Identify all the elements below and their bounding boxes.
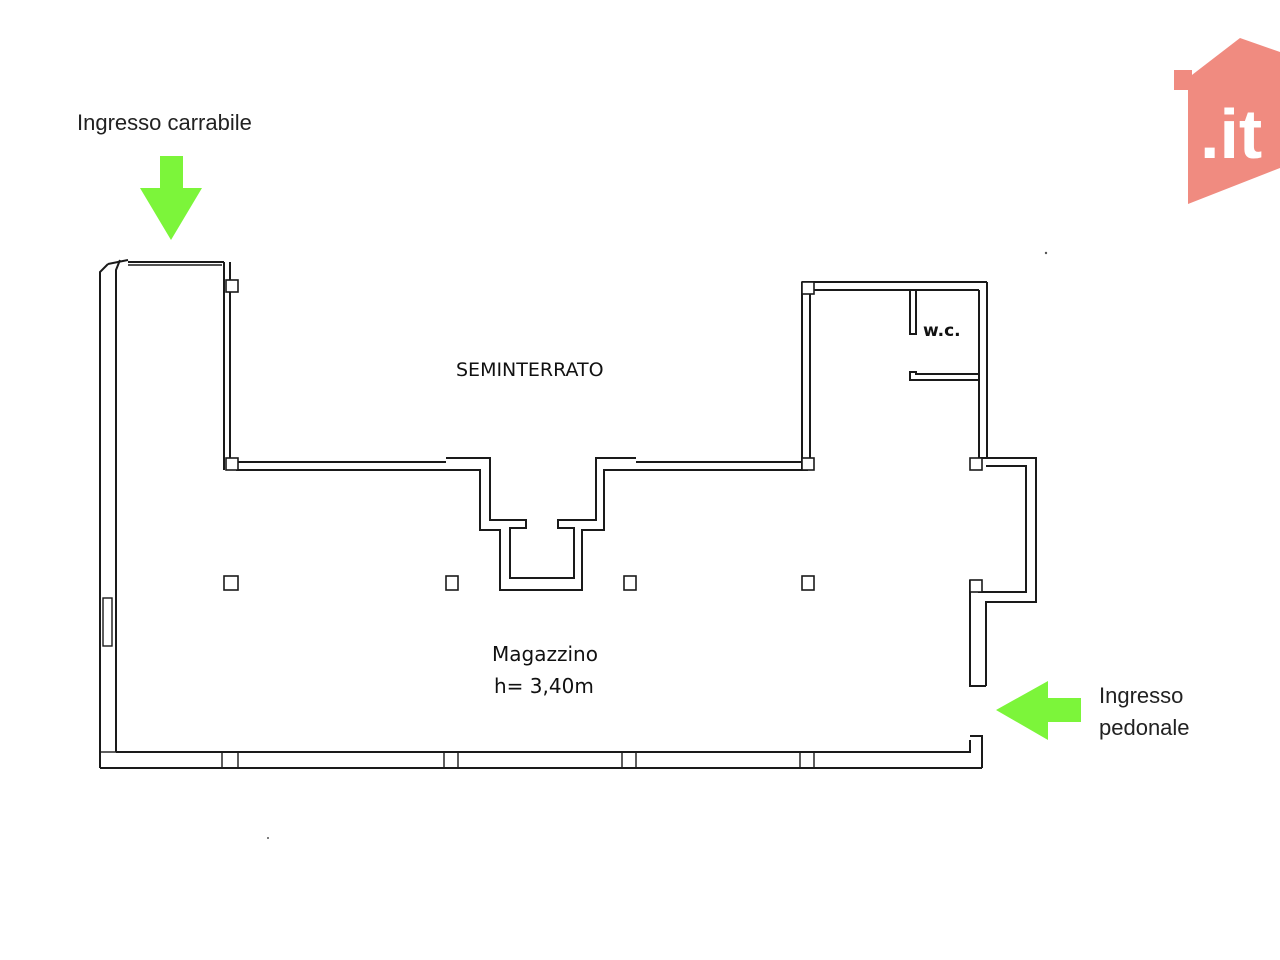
house-logo-icon <box>1174 38 1280 204</box>
vehicle-entrance-label: Ingresso carrabile <box>77 110 252 135</box>
storage-label: Magazzino <box>492 642 598 666</box>
interior-pillars <box>223 575 815 591</box>
wall-pillars <box>225 279 983 593</box>
height-label: h= 3,40m <box>494 674 594 698</box>
pedestrian-entrance-label-line1: Ingresso <box>1099 683 1183 708</box>
walls <box>99 259 1037 769</box>
pedestrian-entrance-label-line2: pedonale <box>1099 715 1190 740</box>
wc-label: w.c. <box>923 321 961 341</box>
speck <box>1044 251 1048 255</box>
bottom-wall-columns <box>221 751 815 769</box>
logo-text: .it <box>1200 95 1262 173</box>
basement-label: SEMINTERRATO <box>456 359 604 381</box>
arrow-left-icon <box>996 681 1081 740</box>
arrow-down-icon <box>140 156 202 240</box>
speck <box>267 837 269 839</box>
